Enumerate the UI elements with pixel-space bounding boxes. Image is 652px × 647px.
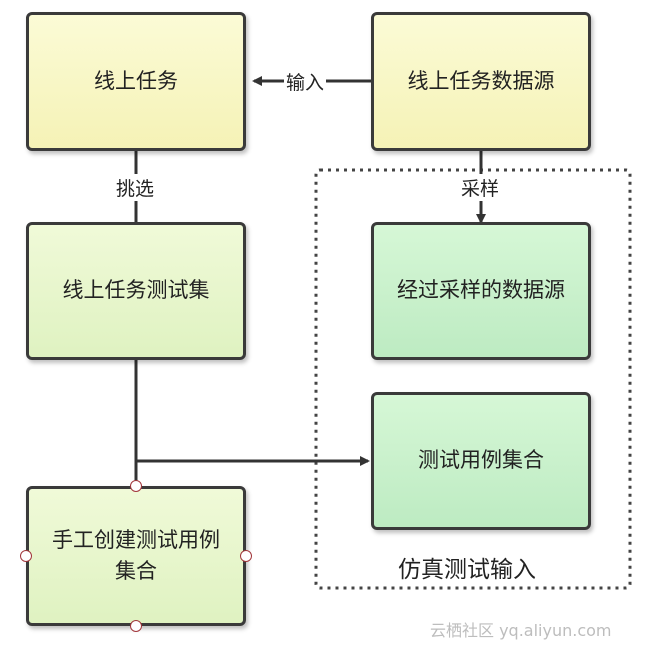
simulation-input-group-frame [314,168,632,590]
online-tasks-label: 线上任务 [94,68,178,93]
sample-edge-label: 采样 [459,174,502,201]
sampled-data-source-node: 经过采样的数据源 [371,222,591,360]
test-case-collection-label: 测试用例集合 [418,448,544,473]
simulation-input-caption: 仿真测试输入 [398,557,536,583]
test-case-collection-node: 测试用例集合 [371,392,591,530]
online-task-data-source-node: 线上任务数据源 [371,12,591,151]
selection-handle-top[interactable] [130,480,142,492]
online-task-test-set-node: 线上任务测试集 [26,222,246,360]
watermark: 云栖社区 yq.aliyun.com [430,621,612,640]
selection-handle-bottom[interactable] [130,620,142,632]
input-edge-label: 输入 [284,68,327,95]
select-edge-label: 挑选 [114,174,157,201]
online-task-test-set-label: 线上任务测试集 [62,278,210,303]
online-task-data-source-label: 线上任务数据源 [407,68,555,93]
manual-test-cases-label: 手工创建测试用例集合 [52,527,220,584]
online-tasks-node: 线上任务 [26,12,246,151]
sampled-data-source-label: 经过采样的数据源 [397,278,565,303]
manual-test-cases-node: 手工创建测试用例集合 [26,486,246,626]
selection-handle-left[interactable] [20,550,32,562]
selection-handle-right[interactable] [240,550,252,562]
